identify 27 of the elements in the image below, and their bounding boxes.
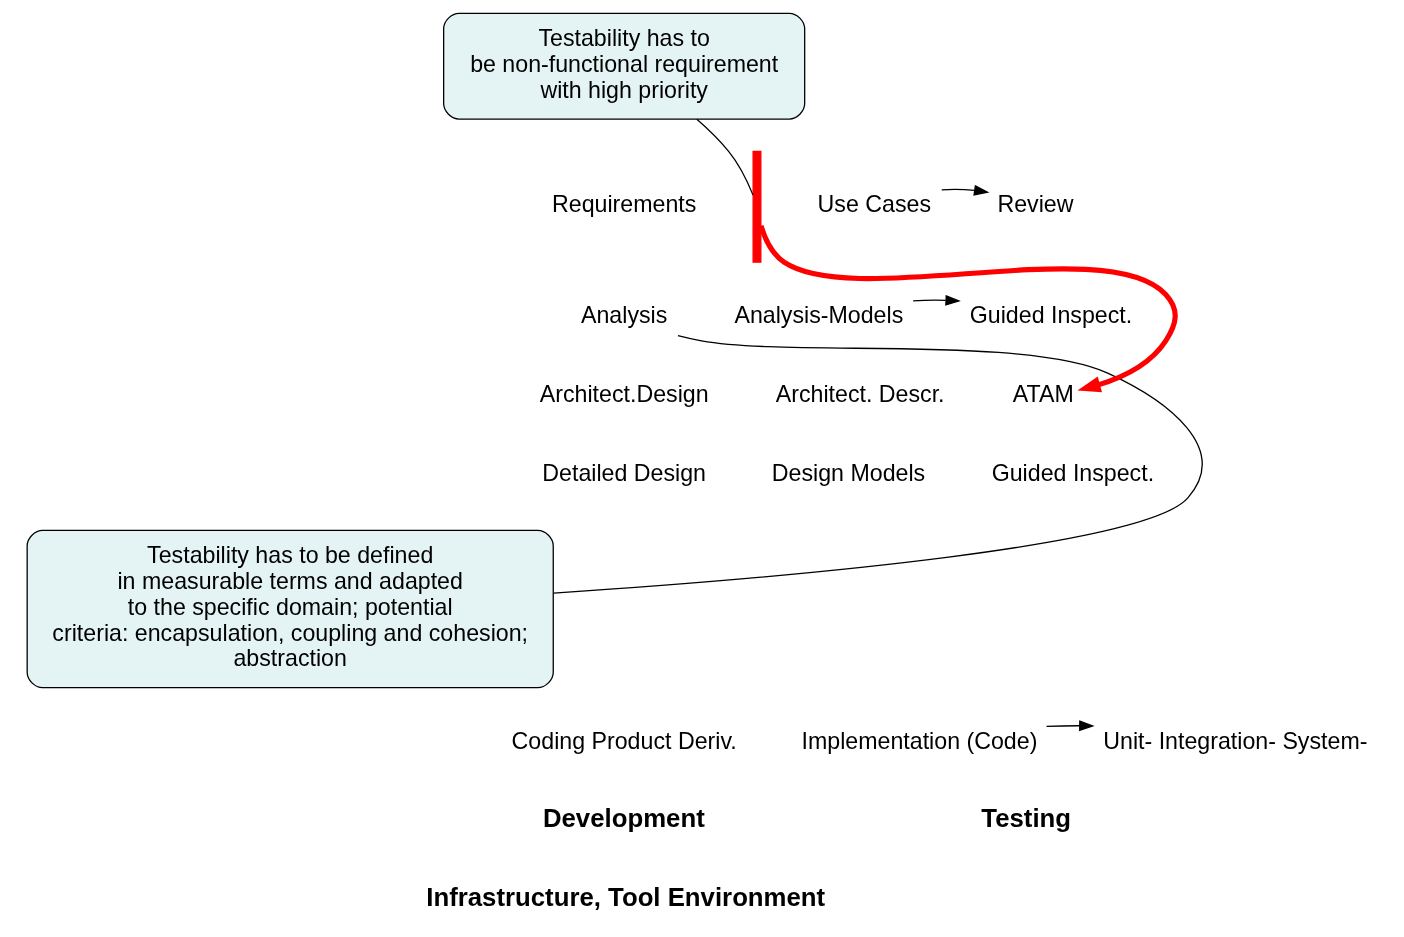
- node-box: Testability has to be non-functional requirement with high priority: [442, 12, 805, 120]
- node-text: Review: [996, 191, 1074, 218]
- node-text: Implementation (Code): [801, 727, 1037, 754]
- node-text: ATAM: [1012, 380, 1074, 407]
- node-text: Analysis: [580, 302, 667, 329]
- node-text: Guided Inspect.: [969, 302, 1132, 329]
- node-text: Use Cases: [817, 191, 931, 218]
- node-brace: [751, 150, 761, 263]
- node-text: Analysis-Models: [733, 302, 903, 329]
- node-text: Requirements: [551, 191, 696, 218]
- arrow: [940, 184, 989, 196]
- node-text: Coding Product Deriv.: [511, 727, 737, 754]
- label: Development: [542, 803, 705, 832]
- arrow: [912, 294, 961, 306]
- label: Infrastructure, Tool Environment: [425, 882, 825, 911]
- node-text: Architect. Descr.: [775, 380, 945, 407]
- node-text: Design Models: [771, 459, 925, 486]
- connector: [695, 118, 754, 196]
- label: Testing: [980, 803, 1071, 832]
- node-text: Unit- Integration- System-: [1102, 727, 1367, 754]
- node-text: Detailed Design: [541, 459, 706, 486]
- node-text: Guided Inspect.: [991, 459, 1154, 486]
- node-box: Testability has to be defined in measurable terms and adapted to the specific domain; potential criteria: encapsulation, coupling and cohesion; abstraction: [26, 529, 554, 689]
- node-text: Architect.Design: [539, 380, 709, 407]
- arrow: [1045, 720, 1095, 732]
- arrow: [758, 224, 1178, 393]
- connector: [552, 334, 1203, 594]
